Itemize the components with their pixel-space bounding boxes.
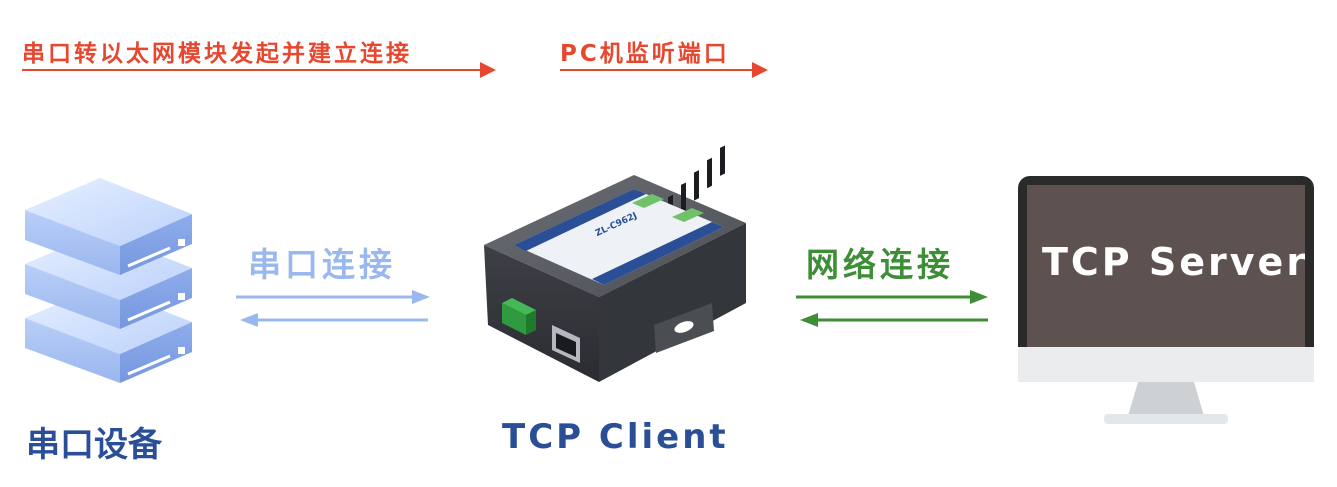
serial-device-label: 串口设备 <box>26 425 162 465</box>
monitor-icon <box>1018 176 1314 424</box>
step1-label: 串口转以太网模块发起并建立连接 <box>22 41 412 67</box>
serial-link-label: 串口连接 <box>248 245 396 284</box>
tcp-client-label: TCP Client <box>502 417 729 457</box>
server-stack-icon <box>25 178 192 383</box>
network-link-label: 网络连接 <box>806 245 954 284</box>
server-screen-label: TCP Server <box>1042 240 1309 284</box>
step2-label: PC机监听端口 <box>560 41 730 67</box>
serial-ethernet-module-icon <box>484 145 746 382</box>
